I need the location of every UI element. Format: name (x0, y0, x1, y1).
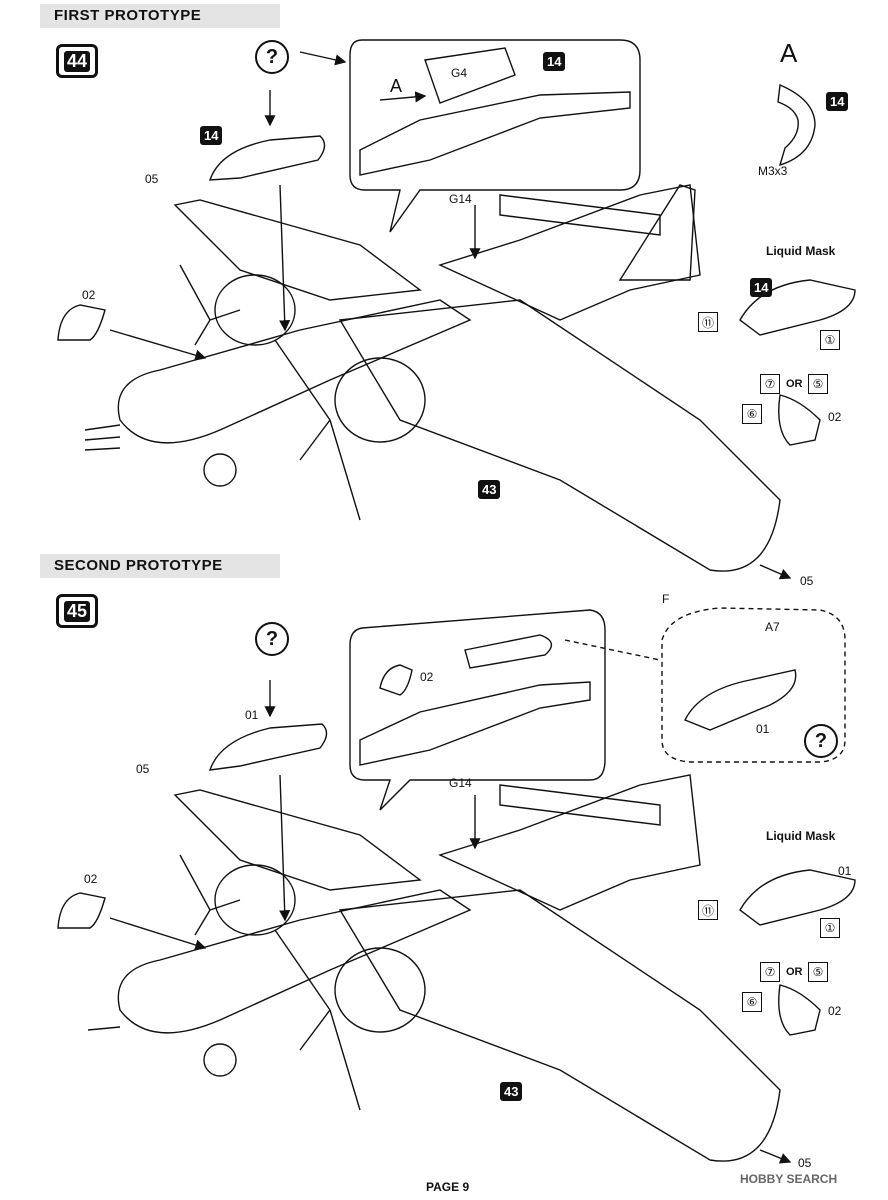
inset-canopy-2 (464, 634, 553, 669)
inset-frame-1 (349, 39, 641, 233)
inset-frame-2 (349, 609, 606, 811)
section-title: FIRST PROTOTYPE (54, 7, 202, 24)
tail-2 (438, 774, 701, 911)
nose-num-6: ⑥ (742, 992, 762, 1012)
step-number-44: 44 (56, 44, 98, 78)
assembly-ref-43: 43 (500, 1082, 523, 1101)
detail-a-badge: 14 (826, 92, 849, 111)
mask-num-1: ① (820, 330, 840, 350)
mask-num-1: ① (820, 918, 840, 938)
part-02-label: 02 (82, 288, 96, 302)
canopy-part-01: 01 (245, 708, 259, 722)
fuselage-2 (117, 889, 472, 1034)
inset-part-g4: G4 (451, 66, 468, 80)
canopy-exploded-1 (209, 135, 326, 181)
assembly-ref-43: 43 (478, 480, 501, 499)
guns-1 (84, 424, 121, 451)
inset-canopy-1 (424, 47, 516, 104)
mask-part-01: 01 (838, 864, 852, 878)
mask-title: Liquid Mask (766, 244, 836, 258)
canopy-exploded-2 (208, 723, 328, 771)
mask-badge-14: 14 (750, 278, 773, 297)
fuselage-1 (117, 299, 472, 444)
tail-1 (438, 184, 701, 321)
dash-part-01: 01 (756, 722, 770, 736)
dash-part-f: F (662, 592, 670, 606)
part-05-tail-label: 05 (800, 574, 814, 588)
engine-left-2 (214, 864, 296, 936)
section-title: SECOND PROTOTYPE (54, 557, 223, 574)
engine-right-1 (334, 357, 426, 443)
canopy-badge-14: 14 (200, 126, 223, 145)
detail-a-label: A (780, 38, 798, 68)
nose-num-7: ⑦ (760, 962, 780, 982)
detail-a-1 (777, 83, 816, 167)
tailplane-1 (499, 194, 661, 236)
section-header-second: SECOND PROTOTYPE (40, 554, 280, 578)
mask-canopy-2 (739, 869, 856, 926)
step-number-45: 45 (56, 594, 98, 628)
mask-num-11: ⑪ (698, 900, 718, 920)
prop-left-2 (179, 854, 241, 936)
watermark: HOBBY SEARCH (740, 1172, 838, 1186)
fin-1 (618, 184, 696, 281)
nose-part-02: 02 (828, 410, 842, 424)
mask-title: Liquid Mask (766, 829, 836, 843)
nose-cap-02-2 (57, 892, 106, 929)
dash-canopy-2 (684, 669, 797, 731)
left-wing-2 (173, 789, 422, 891)
right-wing-2 (338, 889, 781, 1162)
nose-part-02: 02 (828, 1004, 842, 1018)
section-header-first: FIRST PROTOTYPE (40, 4, 280, 28)
mask-nose-2 (778, 984, 821, 1036)
question-icon: ? (804, 724, 838, 758)
detail-screw-label: M3x3 (758, 164, 788, 178)
prop-right-2 (274, 929, 361, 1111)
page-number: PAGE 9 (426, 1180, 470, 1194)
nose-num-5: ⑤ (808, 962, 828, 982)
engine-left-1 (214, 274, 296, 346)
engine-right-2 (334, 947, 426, 1033)
part-05-label: 05 (136, 762, 150, 776)
nose-gear-1 (203, 453, 237, 487)
prop-left-1 (179, 264, 241, 346)
nose-cap-02-1 (57, 304, 106, 341)
right-wing-1 (338, 299, 781, 572)
inset-fuselage-1 (359, 91, 631, 176)
inset-label-a: A (390, 76, 403, 96)
prop-right-1 (274, 339, 361, 521)
question-icon: ? (255, 40, 289, 74)
dash-part-a7: A7 (765, 620, 780, 634)
inset-fuselage-2 (359, 681, 591, 766)
inset-nose-2 (379, 664, 413, 696)
inset-badge-14: 14 (543, 52, 566, 71)
guns-2 (87, 1026, 121, 1031)
question-icon: ? (255, 622, 289, 656)
nose-num-5: ⑤ (808, 374, 828, 394)
nose-or: OR (786, 378, 803, 390)
left-wing-1 (173, 199, 422, 301)
nose-gear-2 (203, 1043, 237, 1077)
tailplane-2 (499, 784, 661, 826)
mask-canopy-1 (739, 279, 856, 336)
nose-or: OR (786, 966, 803, 978)
dashed-detail-2 (661, 607, 846, 763)
part-05-tail-label: 05 (798, 1156, 812, 1170)
inset-part-02: 02 (420, 670, 434, 684)
part-g14-label: G14 (449, 192, 472, 206)
part-05-label: 05 (145, 172, 159, 186)
nose-num-6: ⑥ (742, 404, 762, 424)
mask-num-11: ⑪ (698, 312, 718, 332)
mask-nose-1 (778, 394, 821, 446)
part-02-label: 02 (84, 872, 98, 886)
nose-num-7: ⑦ (760, 374, 780, 394)
part-g14-label: G14 (449, 776, 472, 790)
